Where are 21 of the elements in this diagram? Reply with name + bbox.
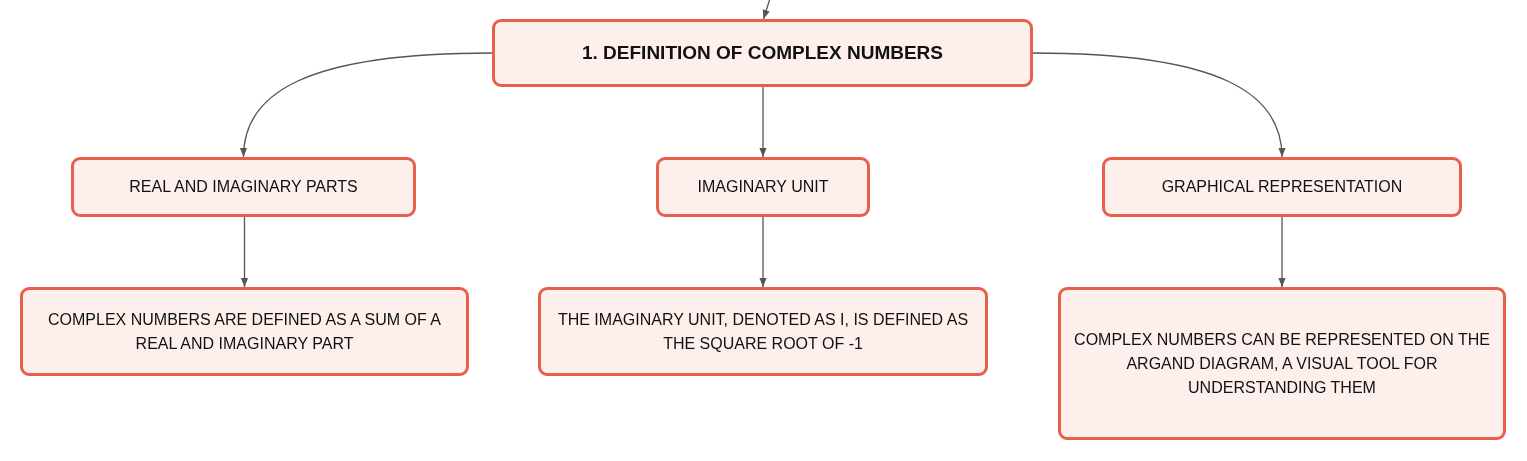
concept-box [71, 157, 416, 217]
arrow [240, 52, 493, 158]
concept-box [1102, 157, 1462, 217]
node-text: IMAGINARY UNIT [697, 177, 829, 197]
concept-box [538, 287, 988, 376]
concept-box [20, 287, 469, 376]
arrow [759, 216, 767, 288]
arrow [1278, 216, 1286, 288]
node-text: GRAPHICAL REPRESENTATION [1161, 177, 1403, 197]
arrow [240, 216, 249, 288]
concept-box [1058, 287, 1506, 440]
concept-box [656, 157, 870, 217]
arrow [1032, 52, 1285, 158]
node-text: COMPLEX NUMBERS ARE DEFINED AS A SUM OF A REAL AND IMAGINARY PART [47, 309, 442, 354]
arrow [759, 86, 767, 158]
node-text: 1. DEFINITION OF COMPLEX NUMBERS [582, 41, 943, 65]
topic-box [492, 19, 1033, 87]
node-text: THE IMAGINARY UNIT, DENOTED AS I, IS DEFINED AS THE SQUARE ROOT OF -1 [556, 309, 970, 354]
node-text: COMPLEX NUMBERS CAN BE REPRESENTED ON THE ARGAND DIAGRAM, A VISUAL TOOL FOR UNDERSTANDING THEM [1073, 329, 1491, 398]
node-text: REAL AND IMAGINARY PARTS [129, 177, 358, 197]
arrow [762, 0, 771, 20]
